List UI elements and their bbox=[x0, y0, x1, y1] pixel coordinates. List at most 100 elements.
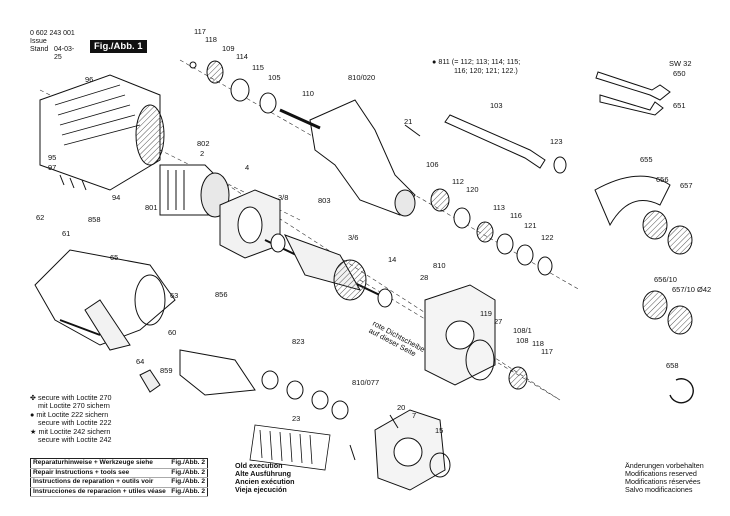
label-27: 27 bbox=[494, 317, 502, 326]
spindle-housing-810-020 bbox=[279, 99, 416, 217]
label-112: 112 bbox=[452, 177, 464, 186]
label-122: 122 bbox=[541, 233, 554, 242]
armature-803 bbox=[264, 233, 393, 308]
label-95: 95 bbox=[48, 153, 56, 162]
label-123: 123 bbox=[550, 137, 563, 146]
label-657: 657 bbox=[680, 181, 693, 190]
gear-housing-810 bbox=[424, 284, 496, 386]
label-3-8: 3/8 bbox=[278, 193, 288, 202]
label-810-020: 810/020 bbox=[348, 73, 375, 82]
label-121: 121 bbox=[524, 221, 537, 230]
label-656-10: 656/10 bbox=[654, 275, 677, 284]
label-116: 116 bbox=[510, 211, 522, 220]
label-105: 105 bbox=[268, 73, 281, 82]
label-sw32: SW 32 bbox=[669, 59, 692, 68]
label-7: 7 bbox=[412, 411, 416, 420]
guard-655 bbox=[594, 175, 671, 227]
label-117b: 117 bbox=[541, 347, 553, 356]
label-803: 803 bbox=[318, 196, 331, 205]
label-15: 15 bbox=[435, 426, 443, 435]
label-61: 61 bbox=[62, 229, 70, 238]
table-row: Instructions de reparation + outils voir… bbox=[30, 477, 208, 488]
label-114: 114 bbox=[236, 52, 248, 61]
label-657-10: 657/10 Ø42 bbox=[672, 285, 711, 294]
label-801: 801 bbox=[145, 203, 158, 212]
part-number-labels: 117 118 109 114 115 105 110 810/020 21 1… bbox=[36, 27, 711, 435]
label-858: 858 bbox=[88, 215, 101, 224]
rings-823 bbox=[261, 370, 349, 420]
label-118a: 118 bbox=[205, 35, 217, 44]
motor-housing-96 bbox=[39, 74, 165, 191]
label-21: 21 bbox=[404, 117, 412, 126]
screws bbox=[59, 124, 421, 461]
label-60: 60 bbox=[168, 328, 176, 337]
table-row: Instrucciones de reparacion + utiles véa… bbox=[30, 487, 208, 497]
brush-set-23 bbox=[249, 424, 331, 471]
ring-658 bbox=[669, 378, 694, 404]
label-108: 108 bbox=[516, 336, 529, 345]
label-120: 120 bbox=[466, 185, 479, 194]
label-113: 113 bbox=[493, 203, 505, 212]
document-header: 0 602 243 001 Issue Stand 04-03-25 bbox=[30, 30, 75, 61]
doc-number: 0 602 243 001 bbox=[30, 30, 75, 37]
housing-cover-7 bbox=[374, 409, 451, 491]
rotated-note: rote Dichtscheibe auf dieser Seite bbox=[367, 319, 426, 358]
label-28: 28 bbox=[420, 273, 428, 282]
label-4: 4 bbox=[245, 163, 249, 172]
label-823: 823 bbox=[292, 337, 305, 346]
wrenches-650-651 bbox=[595, 71, 671, 116]
label-859: 859 bbox=[160, 366, 173, 375]
label-655: 655 bbox=[640, 155, 653, 164]
label-856: 856 bbox=[215, 290, 228, 299]
label-810-077: 810/077 bbox=[352, 378, 379, 387]
label-97: 97 bbox=[48, 163, 56, 172]
label-115: 115 bbox=[252, 63, 264, 72]
label-650: 650 bbox=[673, 69, 686, 78]
label-106: 106 bbox=[426, 160, 439, 169]
issue-label: Issue bbox=[30, 38, 47, 45]
figure-label: Fig./Abb. 1 bbox=[90, 40, 147, 53]
label-658: 658 bbox=[666, 361, 679, 370]
legend-loctite270: ✤ secure with Loctite 270 mit Loctite 27… bbox=[30, 393, 112, 410]
label-96: 96 bbox=[85, 75, 93, 84]
label-802: 802 bbox=[197, 139, 210, 148]
gear-108 bbox=[508, 366, 528, 390]
label-63: 63 bbox=[170, 291, 178, 300]
handle-62 bbox=[34, 249, 176, 351]
legend-loctite242: ★ mit Loctite 242 sichern secure with Lo… bbox=[30, 427, 112, 444]
label-119: 119 bbox=[480, 309, 492, 318]
label-656: 656 bbox=[656, 175, 669, 184]
note-811-line2: 116; 120; 121; 122.) bbox=[454, 66, 518, 75]
label-118b: 118 bbox=[532, 339, 544, 348]
stand-label: Stand bbox=[30, 46, 49, 53]
label-65: 65 bbox=[110, 253, 118, 262]
label-110: 110 bbox=[302, 89, 314, 98]
label-109: 109 bbox=[222, 44, 235, 53]
label-20: 20 bbox=[397, 403, 405, 412]
collet-parts-109 bbox=[189, 60, 277, 114]
label-651: 651 bbox=[673, 101, 686, 110]
note-811-line1: ● 811 (= 112; 113; 114; 115; bbox=[432, 57, 521, 66]
label-103: 103 bbox=[490, 101, 503, 110]
label-14: 14 bbox=[388, 255, 396, 264]
stator-802 bbox=[159, 164, 230, 218]
label-2: 2 bbox=[200, 149, 204, 158]
label-94: 94 bbox=[112, 193, 120, 202]
label-810: 810 bbox=[433, 261, 446, 270]
spindle-103 bbox=[444, 114, 567, 174]
switch-856 bbox=[139, 349, 256, 396]
label-108-1: 108/1 bbox=[513, 326, 532, 335]
label-117a: 117 bbox=[194, 27, 206, 36]
footer-notes: Änderungen vorbehalten Modifications res… bbox=[625, 461, 704, 494]
label-23: 23 bbox=[292, 414, 300, 423]
bearing-stack bbox=[430, 188, 553, 276]
label-62: 62 bbox=[36, 213, 44, 222]
issue-date: 04-03-25 bbox=[54, 46, 75, 61]
label-64: 64 bbox=[136, 357, 144, 366]
label-3-6: 3/6 bbox=[348, 233, 358, 242]
legend-loctite222: ● mit Loctite 222 sichern secure with Lo… bbox=[30, 410, 112, 427]
